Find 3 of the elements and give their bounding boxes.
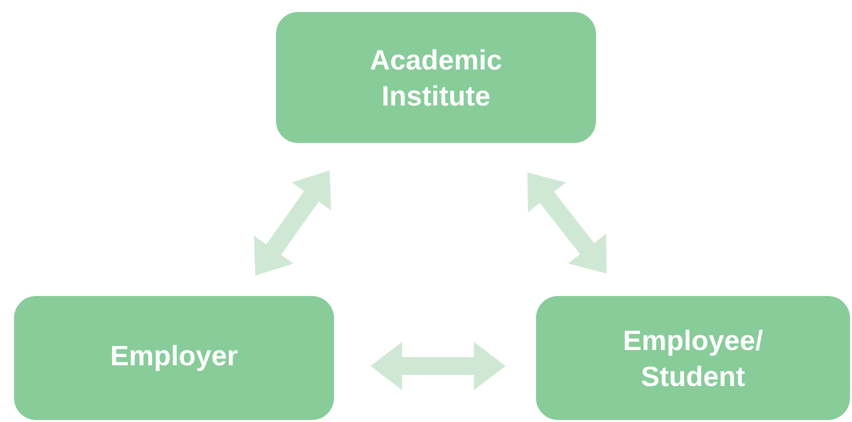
process-box: Employer bbox=[14, 296, 334, 420]
process-box: Employee/ Student bbox=[536, 296, 850, 420]
process-box: Academic Institute bbox=[276, 12, 596, 143]
